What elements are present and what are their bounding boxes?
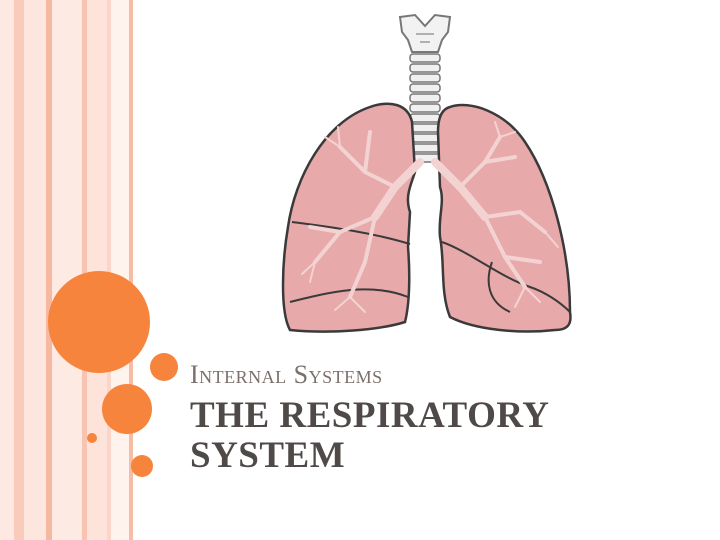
- lungs-illustration-icon: [281, 13, 572, 333]
- decorative-circle-small: [150, 353, 178, 381]
- decorative-circle-large: [48, 271, 150, 373]
- slide-title: THE RESPIRATORY SYSTEM: [190, 395, 549, 476]
- decorative-circle-medium: [102, 384, 152, 434]
- slide-subtitle: Internal Systems: [190, 360, 383, 389]
- decorative-stripes: [0, 0, 140, 540]
- decorative-circle-small: [131, 455, 153, 477]
- decorative-circle-tiny: [87, 433, 97, 443]
